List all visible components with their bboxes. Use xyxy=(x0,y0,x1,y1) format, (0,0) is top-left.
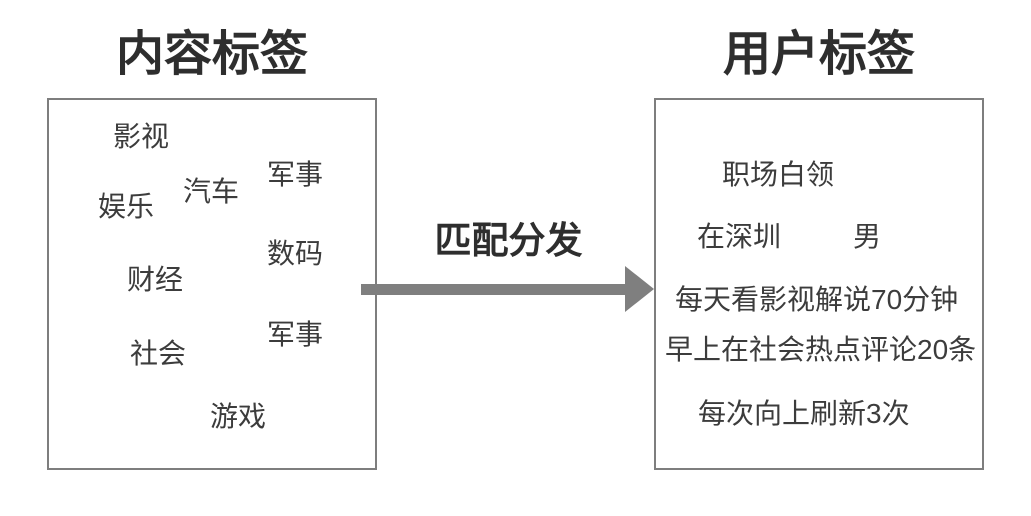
arrow-label: 匹配分发 xyxy=(434,220,583,261)
user-tag: 在深圳 xyxy=(697,221,782,252)
content-tag: 财经 xyxy=(127,264,184,295)
content-tag: 军事 xyxy=(267,319,324,350)
content-tag: 游戏 xyxy=(210,401,267,432)
user-tag: 男 xyxy=(853,221,882,252)
content-tag: 军事 xyxy=(267,159,324,190)
arrow-head-icon xyxy=(625,266,654,312)
user-tags-box: 职场白领在深圳 男每天看影视解说70分钟早上在社会热点评论20条每次向上刷新3次 xyxy=(654,98,984,470)
content-tag: 社会 xyxy=(130,338,187,369)
user-tag: 每天看影视解说70分钟 xyxy=(675,284,959,315)
user-tags-title: 用户标签 xyxy=(722,28,915,81)
content-tag: 数码 xyxy=(267,238,324,269)
content-tags-box: 影视军事汽车娱乐数码财经军事社会游戏 xyxy=(47,98,377,470)
user-tag: 职场白领 xyxy=(722,159,835,190)
content-tag: 娱乐 xyxy=(98,191,155,222)
content-tags-title: 内容标签 xyxy=(115,28,308,81)
content-tag: 汽车 xyxy=(183,176,240,207)
user-tag: 每次向上刷新3次 xyxy=(698,398,910,429)
content-tag: 影视 xyxy=(113,121,170,152)
arrow-shaft xyxy=(361,284,626,295)
user-tag: 早上在社会热点评论20条 xyxy=(665,334,977,365)
